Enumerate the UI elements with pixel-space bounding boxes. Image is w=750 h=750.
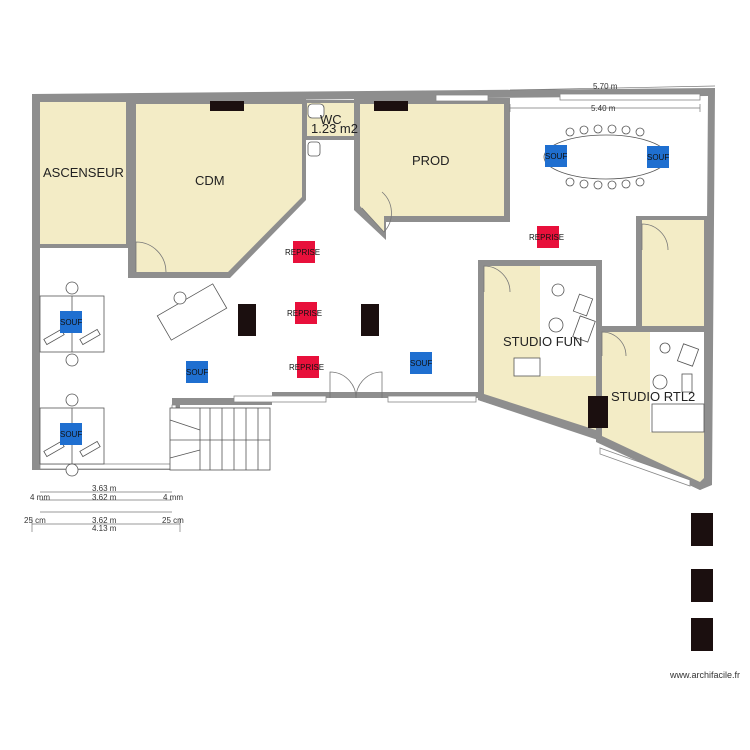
staircase [169,407,271,471]
dimension-label: 5.70 m [593,82,618,91]
reprise-label: REPRISE [287,309,322,318]
prod-room [360,104,504,232]
dark-blocks [210,101,713,651]
dark-block-loose-3 [691,618,713,651]
reprise-marker [297,356,319,378]
souf-label: SOUF [545,152,567,161]
souf-label: SOUF [60,430,82,439]
souf-label: SOUF [186,368,208,377]
souf-marker [410,352,432,374]
souf-markers: SOUF SOUF SOUF SOUF SOUF SOUF [60,145,669,445]
dark-block-center-left [238,304,256,336]
reprise-markers: REPRISE REPRISE REPRISE REPRISE [285,226,564,378]
dimension-label: 4.13 m [92,524,117,533]
dark-block-prod [374,101,408,111]
ascenseur-room [40,102,126,244]
souf-label: SOUF [410,359,432,368]
doors [135,103,669,399]
dimension-label: 3.63 m [92,484,117,493]
room-area-wc: 1.23 m2 [311,121,358,136]
souf-marker [545,145,567,167]
furniture [39,124,705,477]
souf-label: SOUF [647,153,669,162]
reprise-marker [293,241,315,263]
reprise-marker [537,226,559,248]
dimension-label: 25 cm [24,516,46,525]
room-label-prod: PROD [412,153,450,168]
room-label-wc: WC [320,112,342,127]
souf-marker [60,311,82,333]
dark-block-studio [588,396,608,428]
souf-label: SOUF [60,318,82,327]
reprise-label: REPRISE [529,233,564,242]
dark-block-loose-2 [691,569,713,602]
watermark[interactable]: www.archifacile.fr [670,670,741,680]
dark-block-loose-1 [691,513,713,546]
cdm-room [136,104,302,272]
dark-block-cdm [210,101,244,111]
dimension-label: 4 mm [30,493,50,502]
room-label-studio-fun: STUDIO FUN [503,334,582,349]
room-label-ascenseur: ASCENSEUR [43,165,124,180]
room-label-studio-rtl2: STUDIO RTL2 [611,389,695,404]
dimension-label: 3.62 m [92,516,117,525]
side-room [642,220,704,326]
room-label-cdm: CDM [195,173,225,188]
dimension-label: 25 cm [162,516,184,525]
reprise-label: REPRISE [285,248,320,257]
souf-marker [60,423,82,445]
dark-block-center-right [361,304,379,336]
dimension-lines: 5.70 m 5.40 m 3.63 m 3.62 m 4 mm 4 mm 3.… [24,82,716,533]
reprise-label: REPRISE [289,363,324,372]
dimension-label: 4 mm [163,493,183,502]
dimension-label: 5.40 m [591,104,616,113]
souf-marker [647,146,669,168]
reprise-marker [295,302,317,324]
souf-marker [186,361,208,383]
room-labels: ASCENSEUR CDM WC 1.23 m2 PROD STUDIO FUN… [43,112,695,404]
dimension-label: 3.62 m [92,493,117,502]
